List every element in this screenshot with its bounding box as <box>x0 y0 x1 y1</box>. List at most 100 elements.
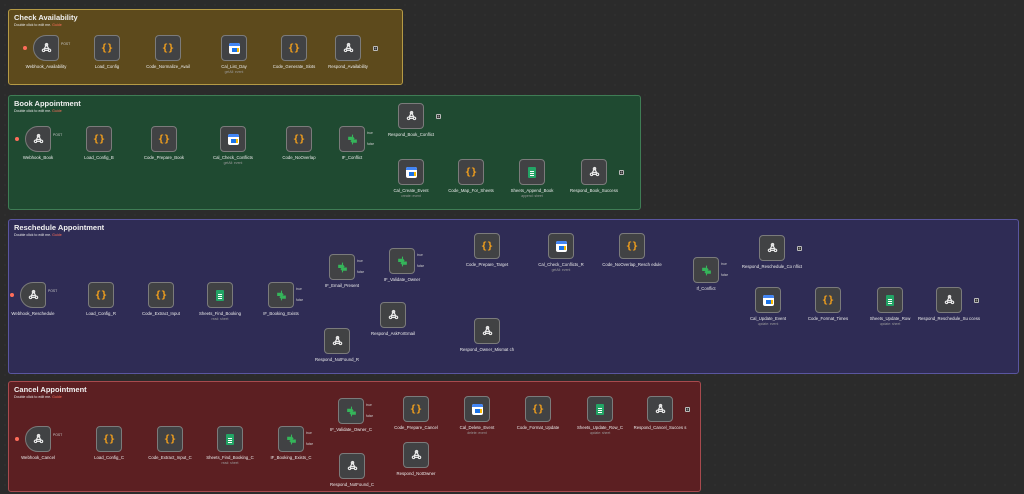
webhook-icon <box>347 460 357 470</box>
code-icon: {} <box>409 403 423 415</box>
node-if-validate-owner-c[interactable] <box>338 398 364 424</box>
node-respond-owner-mismatch[interactable] <box>474 318 500 344</box>
node-code-nooverlap-resched[interactable]: {} <box>619 233 645 259</box>
google-sheets-icon <box>216 289 224 301</box>
webhook-icon <box>589 166 599 176</box>
node-sheets-append-book[interactable] <box>519 159 545 185</box>
node-cal-delete-event[interactable] <box>464 396 490 422</box>
node-cal-check-conflicts-r[interactable] <box>548 233 574 259</box>
node-load-config-c[interactable]: {} <box>96 426 122 452</box>
branch-label-false: false <box>296 298 304 302</box>
branch-label-true: true <box>306 431 312 435</box>
node-label: Respond_Owner_Mismat ch <box>459 347 515 352</box>
add-node-button[interactable]: + <box>685 406 690 412</box>
if-icon <box>286 434 296 444</box>
node-webhook-reschedule[interactable] <box>20 282 46 308</box>
node-code-generate-slots[interactable]: {} <box>281 35 307 61</box>
google-sheets-icon <box>886 294 894 306</box>
node-label: Load_Config_R <box>86 311 116 316</box>
webhook-icon <box>41 42 51 52</box>
node-code-prepare-book[interactable]: {} <box>151 126 177 152</box>
node-cal-check-conflicts[interactable] <box>220 126 246 152</box>
node-cal-create-event[interactable] <box>398 159 424 185</box>
node-label: Webhook_Availability <box>25 64 67 69</box>
node-label: Respond_NotOwner <box>396 471 436 476</box>
node-label: Code_NoOverlap_Resch edule <box>602 262 662 267</box>
node-respond-notfound-r[interactable] <box>324 328 350 354</box>
code-icon: {} <box>157 133 171 145</box>
node-code-extract-input-c[interactable]: {} <box>157 426 183 452</box>
add-node-button[interactable]: + <box>619 169 624 175</box>
node-respond-reschedule-conflict[interactable] <box>759 235 785 261</box>
add-node-button[interactable]: + <box>436 113 441 119</box>
node-label: Code_Prepare_Book <box>143 155 185 160</box>
code-icon: {} <box>464 166 478 178</box>
node-code-format-update[interactable]: {} <box>525 396 551 422</box>
google-calendar-icon <box>227 133 239 145</box>
add-node-button[interactable]: + <box>373 45 378 51</box>
guide-link[interactable]: Guide <box>52 233 62 237</box>
node-subtitle: delete: event <box>467 431 487 435</box>
node-label: Cal_Check_Conflicts_R <box>538 262 584 267</box>
guide-link[interactable]: Guide <box>52 23 62 27</box>
node-code-prepare-target[interactable]: {} <box>474 233 500 259</box>
node-respond-book-conflict[interactable] <box>398 103 424 129</box>
node-webhook-cancel[interactable] <box>25 426 51 452</box>
branch-label-false: false <box>306 442 314 446</box>
node-cal-update-event[interactable] <box>755 287 781 313</box>
node-code-nooverlap[interactable]: {} <box>286 126 312 152</box>
node-load-config[interactable]: {} <box>94 35 120 61</box>
node-respond-cancel-success[interactable] <box>647 396 673 422</box>
node-label: Webhook_Reschedule <box>11 311 55 316</box>
node-label: Cal_Delete_Event <box>459 425 495 430</box>
node-label: If_Conflict <box>696 286 716 291</box>
branch-label-false: false <box>367 142 375 146</box>
trigger-marker-icon <box>15 137 19 141</box>
guide-link[interactable]: Guide <box>52 109 62 113</box>
node-respond-notowner[interactable] <box>403 442 429 468</box>
google-sheets-icon <box>226 433 234 445</box>
node-subtitle: getAll: event <box>551 268 571 272</box>
node-if-booking-exists-c[interactable] <box>278 426 304 452</box>
node-respond-book-success[interactable] <box>581 159 607 185</box>
node-code-prepare-cancel[interactable]: {} <box>403 396 429 422</box>
node-label: Code_Normalize_Avail <box>146 64 190 69</box>
node-label: Load_Config <box>94 64 120 69</box>
node-code-format-times[interactable]: {} <box>815 287 841 313</box>
if-icon <box>347 134 357 144</box>
webhook-icon <box>767 242 777 252</box>
node-if-email-present[interactable] <box>329 254 355 280</box>
code-icon: {} <box>102 433 116 445</box>
node-webhook-availability[interactable] <box>33 35 59 61</box>
node-code-map-for-sheets[interactable]: {} <box>458 159 484 185</box>
node-webhook-book[interactable] <box>25 126 51 152</box>
node-if-conflict-r[interactable] <box>693 257 719 283</box>
node-respond-askforemail[interactable] <box>380 302 406 328</box>
node-code-extract-input[interactable]: {} <box>148 282 174 308</box>
node-label: Sheets_Append_Book <box>510 188 554 193</box>
add-node-button[interactable]: + <box>974 297 979 303</box>
guide-link[interactable]: Guide <box>52 395 62 399</box>
node-code-normalize-avail[interactable]: {} <box>155 35 181 61</box>
node-label: Code_Generate_Slots <box>272 64 316 69</box>
node-respond-notfound-c[interactable] <box>339 453 365 479</box>
node-load-config-r[interactable]: {} <box>88 282 114 308</box>
node-if-validate-owner[interactable] <box>389 248 415 274</box>
node-respond-availability[interactable] <box>335 35 361 61</box>
hint-text: Double click to edit me. <box>14 109 52 113</box>
node-if-booking-exists[interactable] <box>268 282 294 308</box>
node-sheets-update-row[interactable] <box>877 287 903 313</box>
node-load-config-b[interactable]: {} <box>86 126 112 152</box>
node-sheets-find-booking-c[interactable] <box>217 426 243 452</box>
node-if-conflict[interactable] <box>339 126 365 152</box>
node-label: Code_Prepare_Target <box>465 262 509 267</box>
code-icon: {} <box>154 289 168 301</box>
node-cal-list-day[interactable] <box>221 35 247 61</box>
node-sheets-update-row-c[interactable] <box>587 396 613 422</box>
node-sheets-find-booking[interactable] <box>207 282 233 308</box>
add-node-button[interactable]: + <box>797 245 802 251</box>
node-respond-reschedule-success[interactable] <box>936 287 962 313</box>
code-icon: {} <box>821 294 835 306</box>
